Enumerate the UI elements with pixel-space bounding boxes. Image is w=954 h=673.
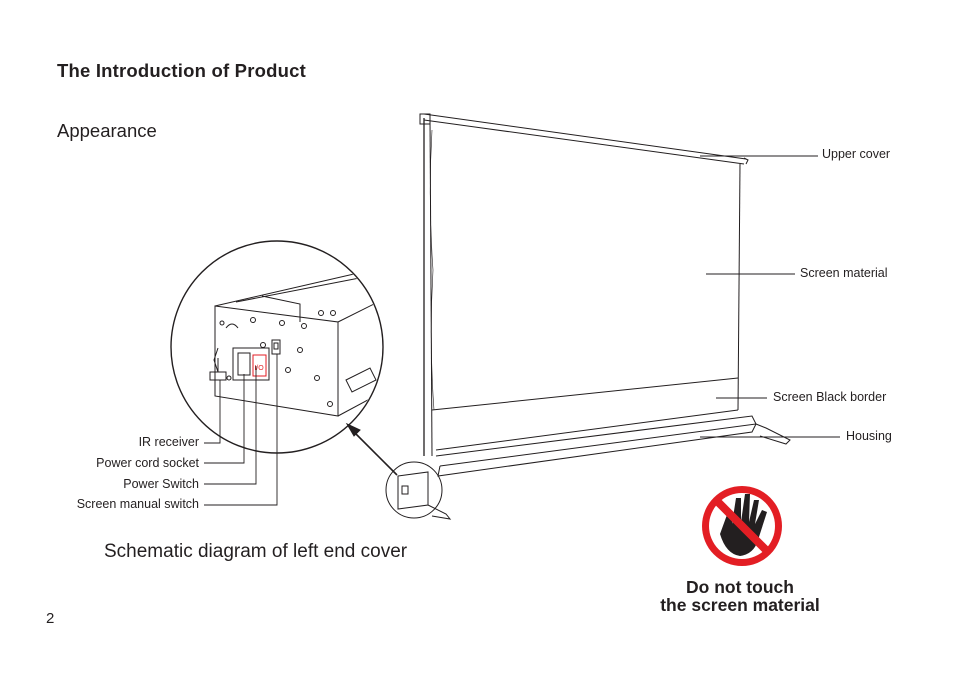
warning-text: Do not touch the screen material xyxy=(640,578,840,614)
detail-caption: Schematic diagram of left end cover xyxy=(104,541,408,562)
label-screen-black-border: Screen Black border xyxy=(773,390,887,404)
warning-line-1: Do not touch xyxy=(686,577,794,597)
label-screen-material: Screen material xyxy=(800,266,888,280)
label-upper-cover: Upper cover xyxy=(822,147,891,161)
label-ir-receiver: IR receiver xyxy=(138,435,199,449)
small-detail-circle xyxy=(385,461,452,520)
label-housing: Housing xyxy=(846,429,892,443)
svg-text:I/O: I/O xyxy=(254,365,264,372)
page-number: 2 xyxy=(46,610,55,627)
warning-line-2: the screen material xyxy=(660,595,820,615)
no-touch-hand-icon xyxy=(702,486,782,566)
section-heading: Appearance xyxy=(57,120,157,141)
screen-illustration xyxy=(419,113,791,477)
page-title: The Introduction of Product xyxy=(57,60,306,81)
label-power-switch: Power Switch xyxy=(123,477,199,491)
label-power-cord-socket: Power cord socket xyxy=(96,456,199,470)
label-screen-manual-switch: Screen manual switch xyxy=(76,497,199,511)
magnified-end-cover: I/O xyxy=(170,240,384,454)
